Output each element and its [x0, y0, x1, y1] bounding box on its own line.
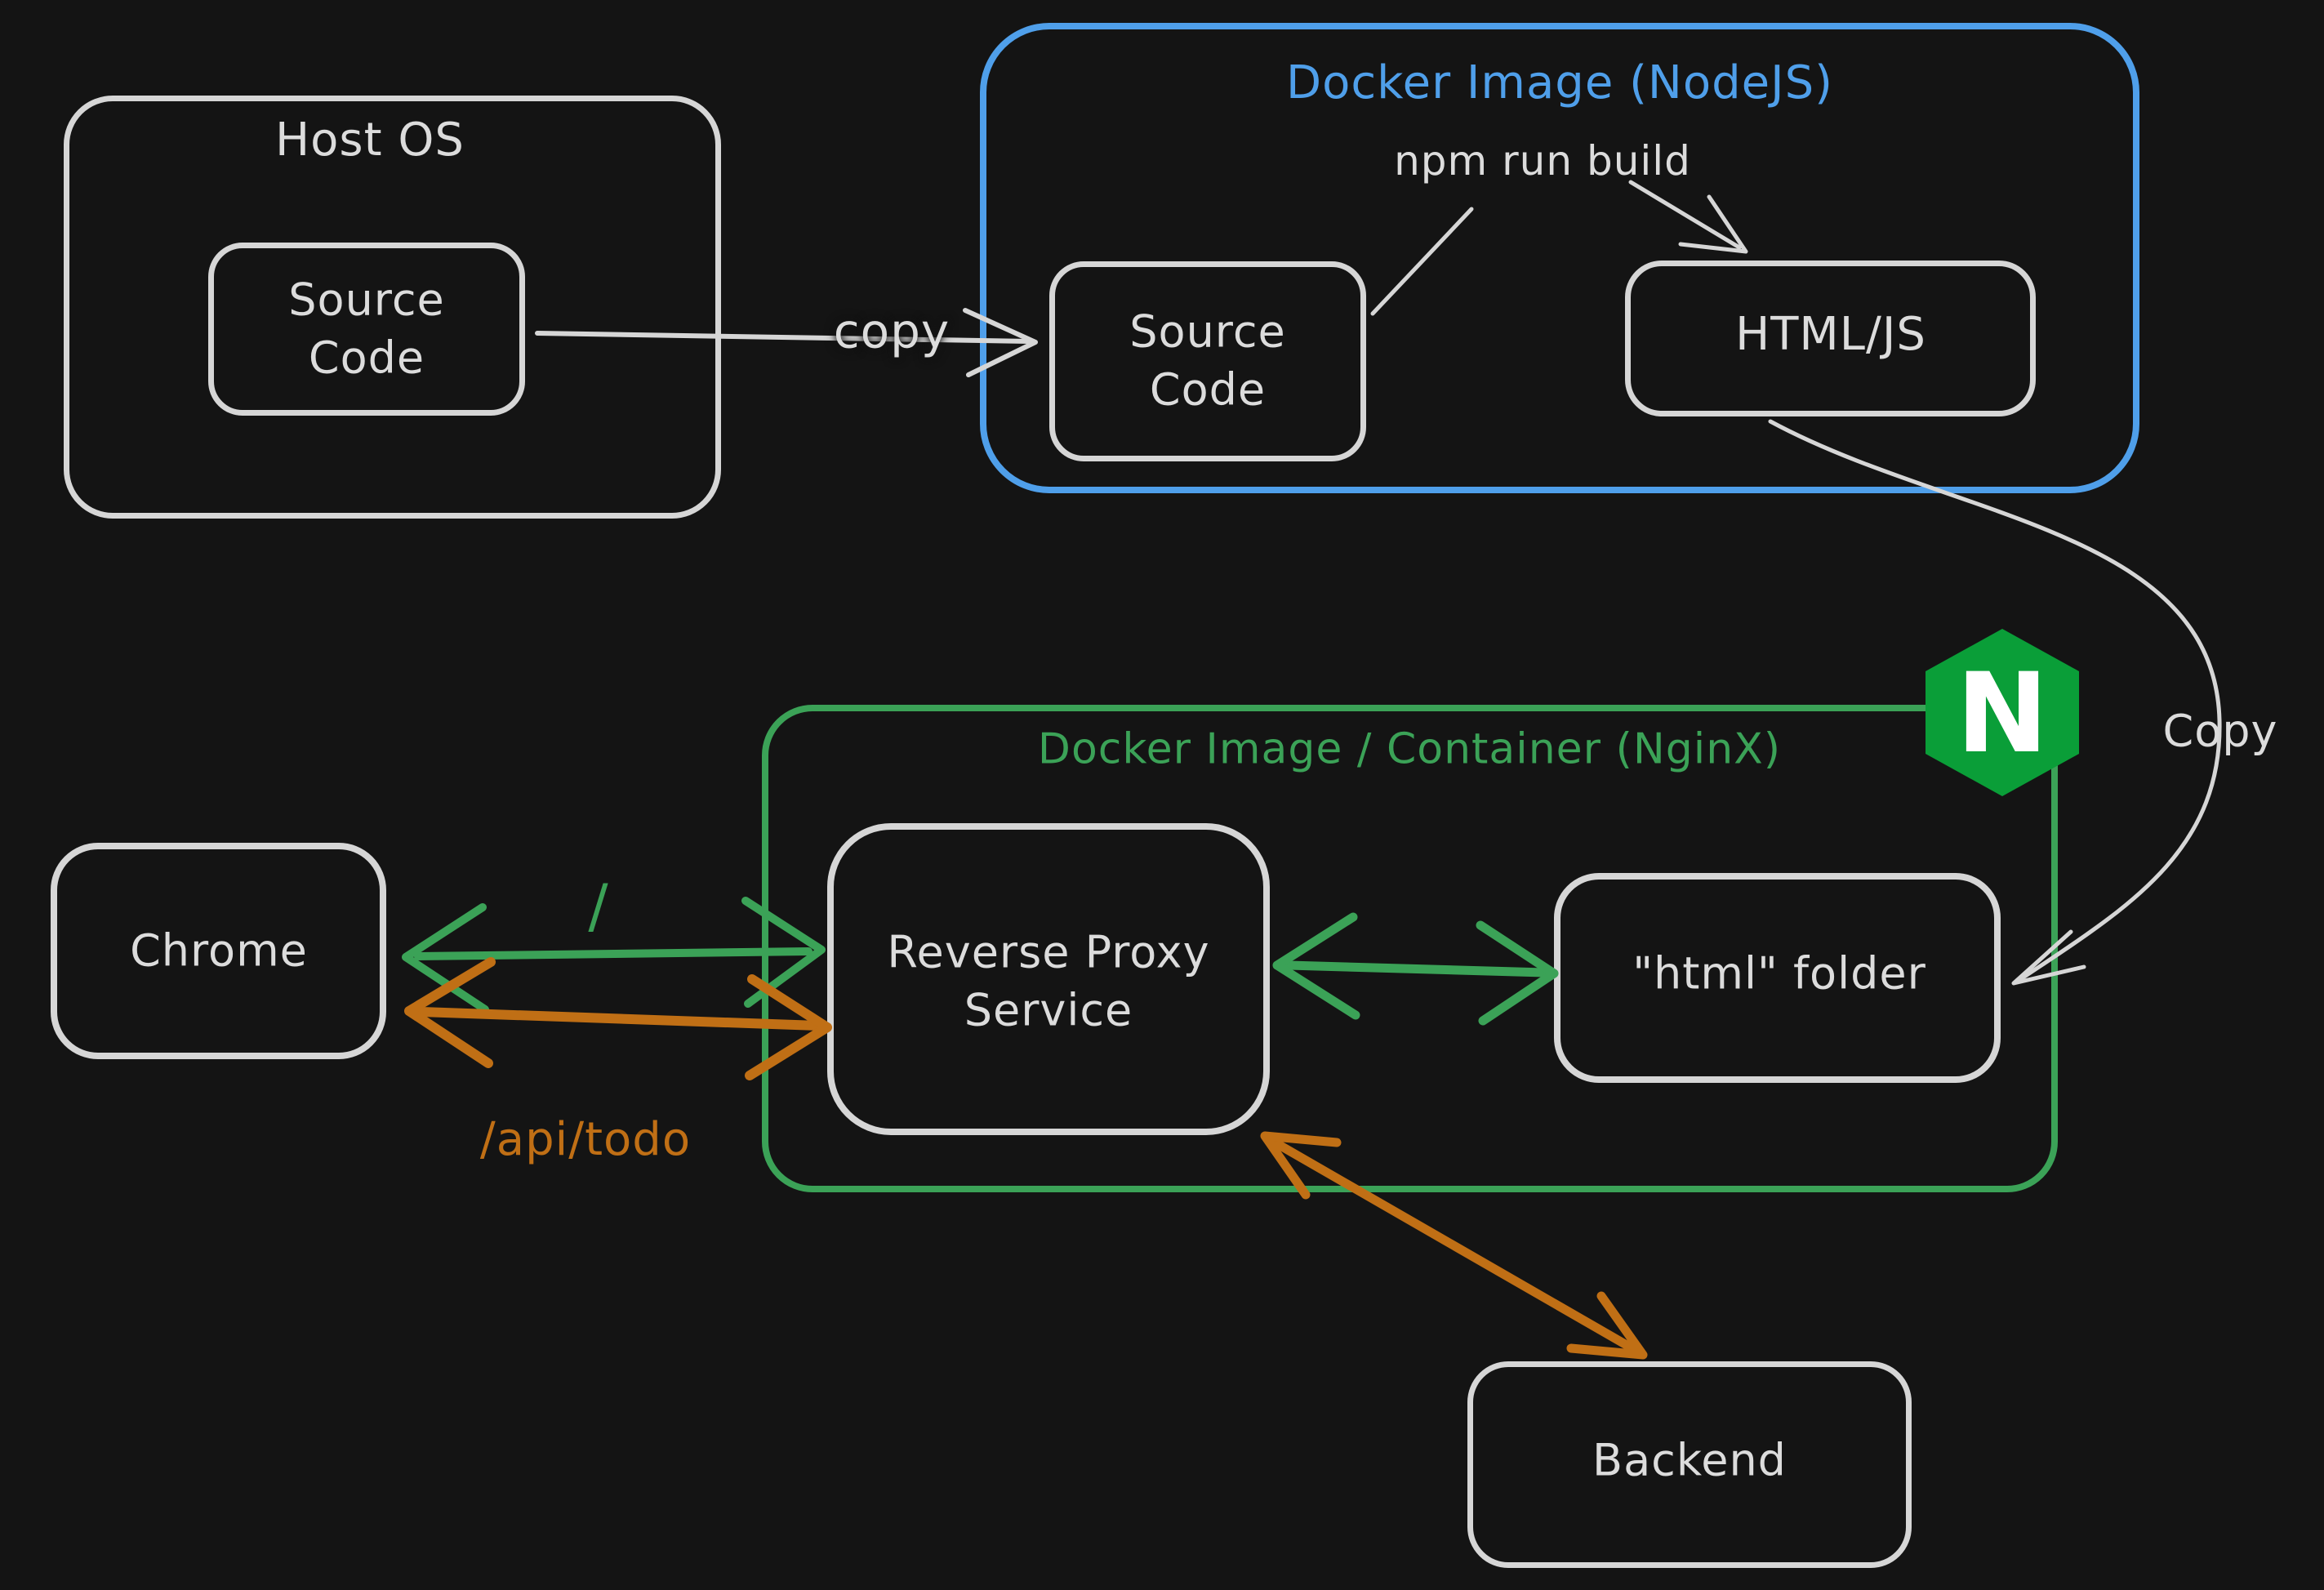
host-os-box	[64, 96, 721, 519]
host-os-title: Host OS	[275, 114, 465, 167]
proxy-backend-arrow	[1260, 1131, 1648, 1360]
docker-nodejs-title: Docker Image (NodeJS)	[1286, 56, 1833, 110]
backend-box	[1467, 1361, 1912, 1568]
npm-run-build-label: npm run build	[1394, 137, 1691, 185]
nginx-container-title: Docker Image / Container (NginX)	[1037, 724, 1782, 774]
html-folder-box	[1554, 873, 2001, 1083]
copy-arrow-label: copy	[833, 303, 951, 359]
host-source-code-label: Source Code	[288, 274, 445, 384]
copy-arrow	[535, 308, 1038, 377]
backend-label: Backend	[1592, 1434, 1787, 1486]
html-js-box	[1625, 261, 2036, 416]
host-source-code-box	[208, 243, 525, 416]
html-js-label: HTML/JS	[1735, 308, 1926, 362]
reverse-proxy-box	[827, 823, 1270, 1135]
chrome-label: Chrome	[130, 924, 308, 977]
nginx-logo: N	[1926, 629, 2079, 796]
reverse-proxy-label: Reverse Proxy Service	[887, 926, 1210, 1036]
html-folder-label: "html" folder	[1632, 947, 1926, 1000]
api-route-arrow	[404, 957, 832, 1080]
copy-curve-label: Copy	[2162, 705, 2278, 757]
copy-curve-arrow	[1768, 419, 2222, 986]
npm-build-arrow-right	[1628, 180, 1748, 254]
api-route-label: /api/todo	[479, 1113, 692, 1167]
node-source-code-label: Source Code	[1129, 305, 1286, 416]
proxy-html-arrow	[1272, 912, 1559, 1026]
nginx-logo-letter: N	[1957, 649, 2049, 777]
root-route-label: /	[588, 871, 609, 941]
root-route-arrow	[402, 897, 826, 1013]
npm-build-arrow-left	[1370, 207, 1474, 316]
chrome-box	[51, 843, 386, 1059]
docker-nodejs-box	[980, 23, 2139, 493]
node-source-code-box	[1049, 261, 1366, 461]
